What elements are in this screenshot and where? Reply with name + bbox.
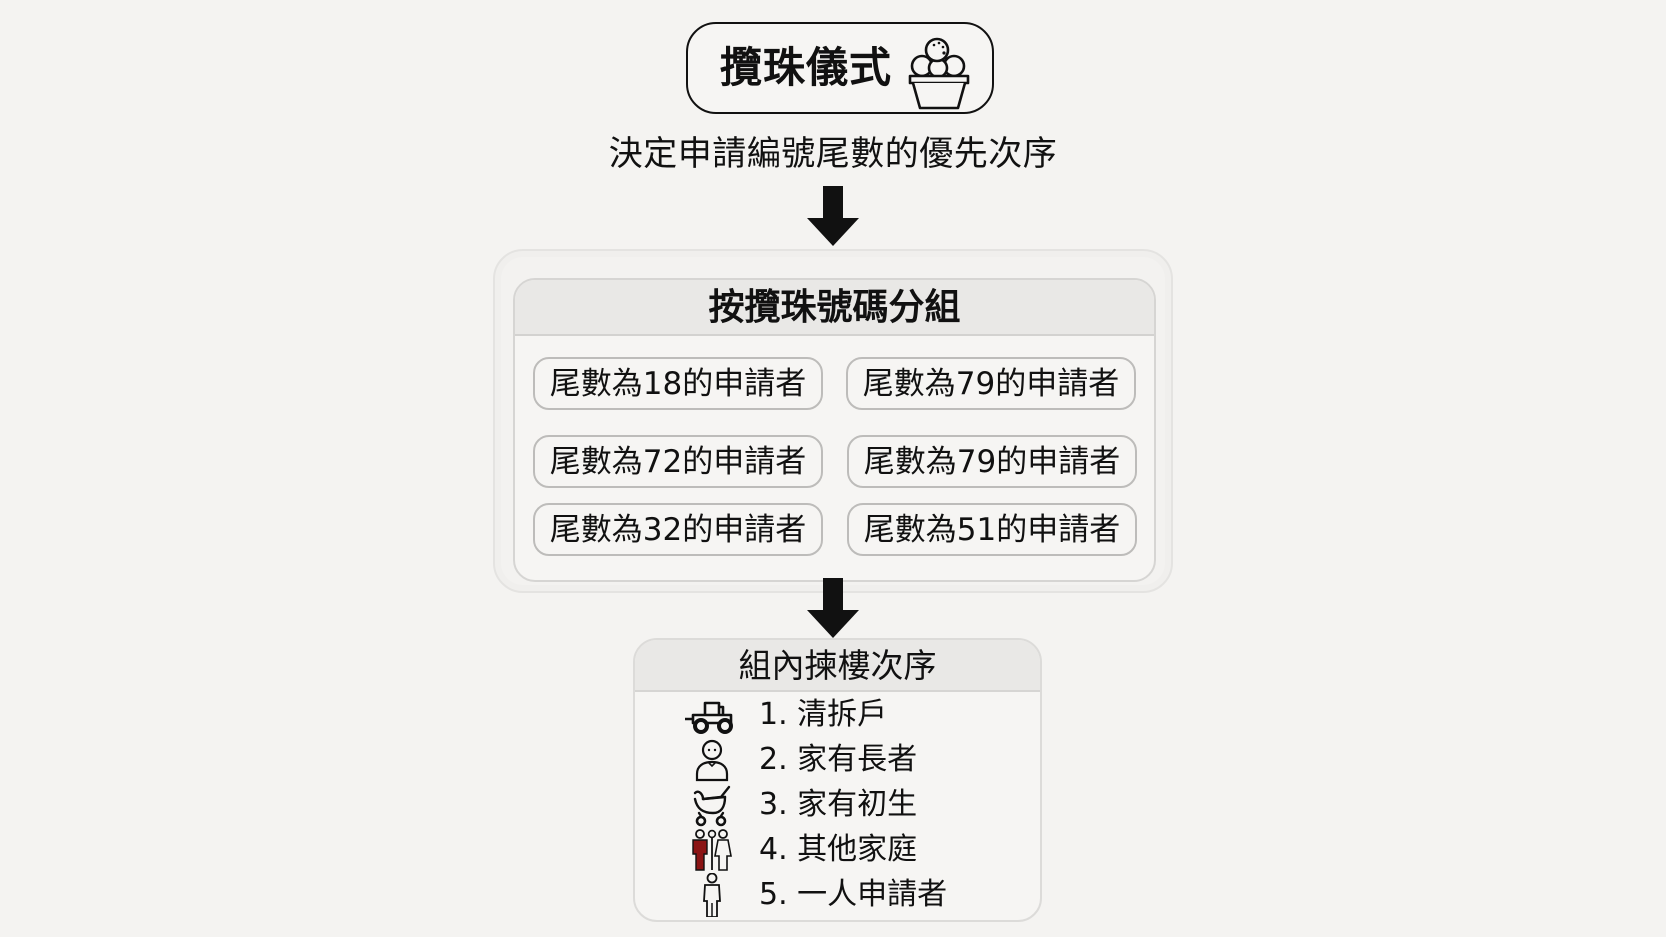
- arrow-down-icon: [807, 578, 859, 638]
- order-card: 組內揀樓次序 1. 清拆戶 2. 家有長者: [633, 638, 1042, 922]
- group-pill: 尾數為32的申請者: [533, 503, 823, 556]
- group-pill: 尾數為51的申請者: [847, 503, 1137, 556]
- elderly-person-icon: [695, 739, 729, 782]
- group-pill: 尾數為18的申請者: [533, 357, 823, 410]
- order-item-label: 5. 一人申請者: [759, 877, 948, 912]
- order-item: 3. 家有初生: [635, 783, 1040, 827]
- family-icon: [692, 829, 732, 871]
- grouping-card: 按攬珠號碼分組 尾數為18的申請者 尾數為79的申請者 尾數為72的申請者 尾數…: [513, 278, 1156, 582]
- arrow-down-icon: [807, 186, 859, 246]
- title-text: 攬珠儀式: [720, 43, 893, 92]
- grouping-header: 按攬珠號碼分組: [515, 280, 1154, 336]
- order-item-label: 4. 其他家庭: [759, 832, 918, 867]
- order-header: 組內揀樓次序: [635, 640, 1040, 692]
- order-item: 4. 其他家庭: [635, 828, 1040, 872]
- group-pill: 尾數為79的申請者: [846, 357, 1136, 410]
- subtitle: 決定申請編號尾數的優先次序: [608, 134, 1058, 174]
- bowl-of-balls-icon: [908, 37, 970, 110]
- order-item: 1. 清拆戶: [635, 693, 1040, 737]
- group-pill: 尾數為79的申請者: [847, 435, 1137, 488]
- group-pill: 尾數為72的申請者: [533, 435, 823, 488]
- order-item: 5. 一人申請者: [635, 873, 1040, 917]
- single-person-icon: [703, 873, 721, 917]
- title-box: 攬珠儀式: [686, 22, 994, 114]
- baby-stroller-icon: [693, 785, 731, 827]
- order-item-label: 3. 家有初生: [759, 787, 918, 822]
- order-item-label: 2. 家有長者: [759, 742, 918, 777]
- order-item-label: 1. 清拆戶: [759, 697, 888, 732]
- order-item: 2. 家有長者: [635, 738, 1040, 782]
- bulldozer-icon: [685, 701, 733, 734]
